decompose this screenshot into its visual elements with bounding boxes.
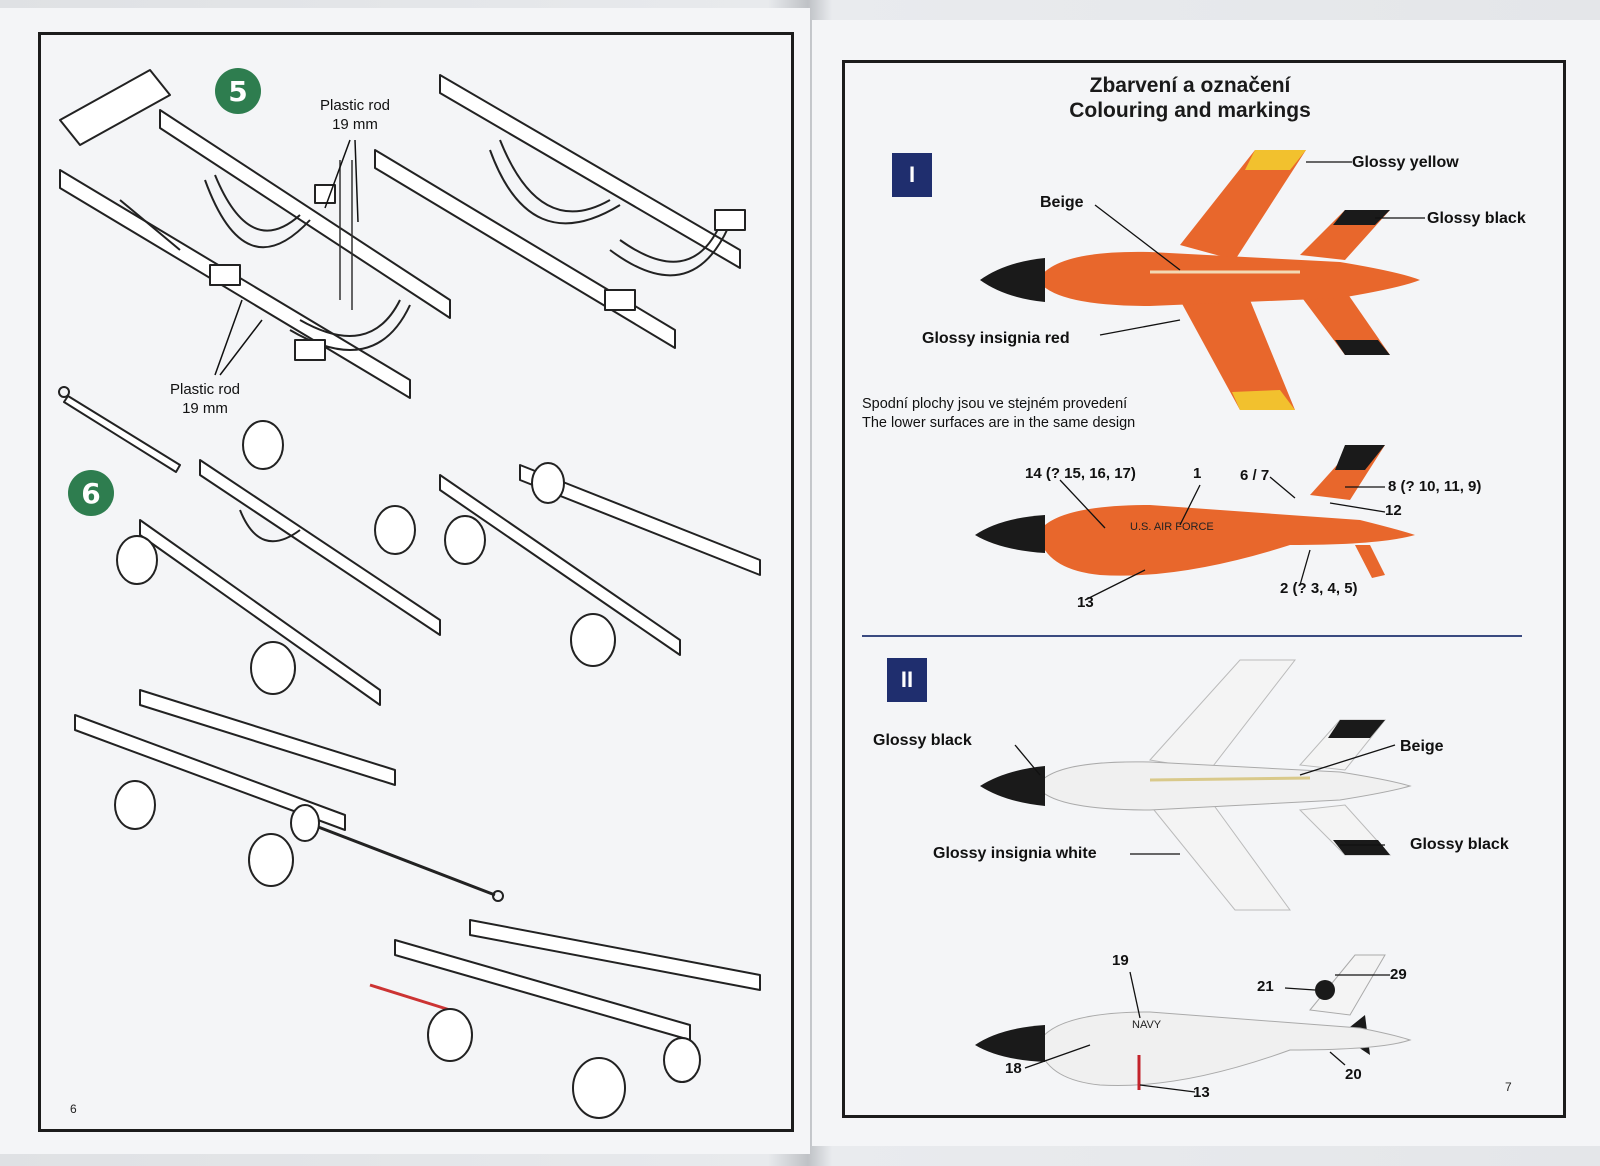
label-glossy-black-nose: Glossy black (873, 732, 972, 749)
marking-18: 18 (1005, 1060, 1022, 1077)
note-english: The lower surfaces are in the same desig… (862, 415, 1136, 431)
marking-19: 19 (1112, 952, 1129, 969)
cradle-assembly-5b (374, 74, 746, 349)
rod-label-top: Plastic rod 19 mm (300, 96, 410, 134)
assembled-trolley-2 (369, 919, 761, 1119)
left-page-frame (38, 32, 794, 1132)
label-glossy-black-1: Glossy black (1427, 210, 1526, 227)
title-english: Colouring and markings (1069, 99, 1311, 122)
scheme-divider (862, 635, 1522, 637)
marking-20: 20 (1345, 1066, 1362, 1083)
marking-6-7: 6 / 7 (1240, 467, 1270, 484)
label-glossy-yellow: Glossy yellow (1352, 154, 1459, 171)
trolley-frame-6b (439, 462, 761, 667)
label-glossy-black-tail: Glossy black (1410, 836, 1509, 853)
label-beige-1: Beige (1040, 194, 1084, 211)
note-czech: Spodní plochy jsou ve stejném provedení (862, 396, 1128, 412)
tow-bar-part (58, 386, 181, 473)
title-czech: Zbarvení a označení (1089, 74, 1291, 97)
marking-1: 1 (1193, 465, 1202, 482)
rod-label-bottom-line2: 19 mm (182, 400, 228, 417)
left-page-number: 6 (70, 1102, 77, 1116)
marking-13-scheme1: 13 (1077, 594, 1094, 611)
marking-2: 2 (? 3, 4, 5) (1280, 580, 1358, 597)
right-page (812, 20, 1600, 1146)
drone-scheme1-side-view: U.S. AIR FORCE (975, 445, 1415, 578)
step-5-badge: 5 (215, 68, 261, 114)
marking-12: 12 (1385, 502, 1402, 519)
marking-8: 8 (? 10, 11, 9) (1388, 478, 1482, 495)
rod-label-bottom-line1: Plastic rod (169, 381, 241, 398)
drone-scheme2-side-view: NAVY (975, 954, 1412, 1090)
label-glossy-insignia-red: Glossy insignia red (922, 330, 1070, 347)
lower-surfaces-note: Spodní plochy jsou ve stejném provedení … (862, 395, 1135, 433)
label-beige-2: Beige (1400, 738, 1444, 755)
drone-scheme1-top-view (980, 150, 1420, 410)
marking-14: 14 (? 15, 16, 17) (1025, 465, 1136, 482)
scheme-2-badge: II (887, 658, 927, 702)
svg-text:U.S. AIR FORCE: U.S. AIR FORCE (1130, 521, 1214, 533)
label-glossy-insignia-white: Glossy insignia white (933, 845, 1097, 862)
step-6-badge: 6 (68, 470, 114, 516)
marking-21: 21 (1257, 978, 1274, 995)
scheme-1-badge: I (892, 153, 932, 197)
rod-label-top-line2: 19 mm (332, 116, 378, 133)
callout-leaders (1014, 161, 1425, 1093)
right-page-frame (842, 60, 1566, 1118)
marking-13-scheme2: 13 (1193, 1084, 1210, 1101)
svg-text:NAVY: NAVY (1132, 1019, 1162, 1031)
drone-scheme2-top-view (980, 659, 1412, 911)
trolley-frame-6a (116, 420, 441, 706)
assembled-trolley-1 (74, 689, 504, 902)
rod-label-bottom: Plastic rod 19 mm (150, 380, 260, 418)
right-page-number: 7 (1505, 1080, 1512, 1094)
marking-29: 29 (1390, 966, 1407, 983)
rod-label-top-line1: Plastic rod (319, 97, 391, 114)
cradle-assembly-5a (59, 69, 451, 399)
page-title: Zbarvení a označení Colouring and markin… (1000, 73, 1380, 123)
